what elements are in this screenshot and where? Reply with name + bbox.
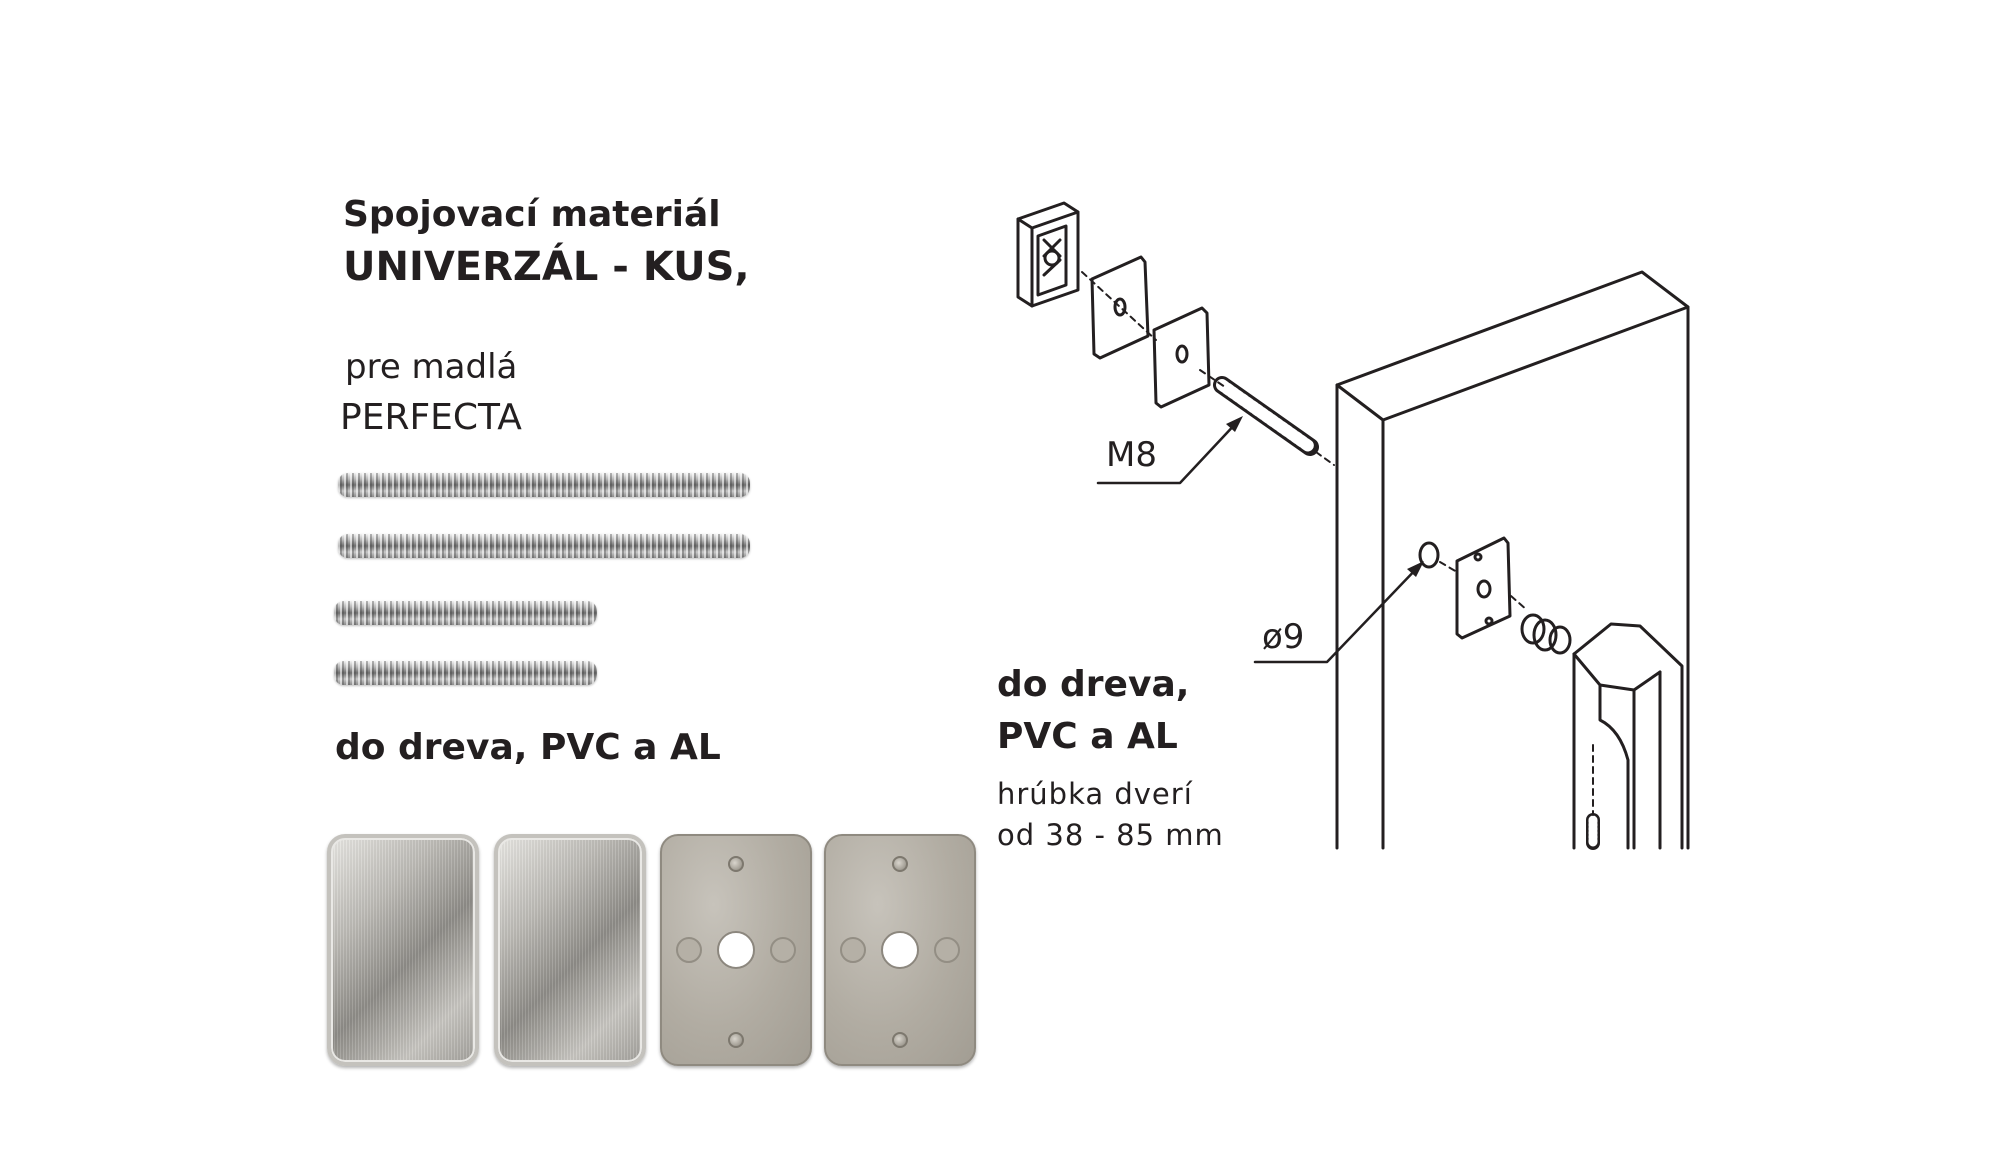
threaded-rod-long-1 (338, 473, 750, 497)
title-line-2: UNIVERZÁL - KUS, (343, 244, 750, 290)
mounting-plate-icon (1455, 536, 1512, 640)
washer-plate-icon (1090, 255, 1150, 360)
thickness-line-2: od 38 - 85 mm (997, 818, 1224, 852)
center-hole-icon (717, 931, 755, 969)
bushing-icon (1520, 613, 1572, 655)
right-caption-line-1: do dreva, (997, 664, 1190, 705)
threaded-rod-short-1 (334, 601, 597, 625)
mounting-plate-1 (660, 834, 812, 1066)
left-caption: do dreva, PVC a AL (335, 727, 721, 768)
pin-icon (892, 856, 908, 872)
drill-hole-icon (1418, 541, 1440, 569)
brushed-cover-plate-1 (327, 834, 479, 1066)
mounting-plate-2 (824, 834, 976, 1066)
leader-lines (1096, 418, 1422, 664)
subtitle-line-2: PERFECTA (340, 397, 522, 438)
door-panel (1335, 270, 1690, 850)
side-hole-icon (676, 937, 702, 963)
threaded-rod-short-2 (334, 661, 597, 685)
arrow-icon (1407, 561, 1424, 577)
subtitle-line-1: pre madlá (345, 347, 518, 387)
brushed-cover-plate-2 (494, 834, 646, 1066)
side-hole-icon (840, 937, 866, 963)
center-hole-icon (881, 931, 919, 969)
axis-lines (1081, 271, 1594, 816)
label-thread-size: M8 (1106, 435, 1157, 475)
washer-plate-icon (1152, 306, 1211, 409)
title-line-1: Spojovací materiál (343, 194, 721, 235)
fitting-icon (1016, 201, 1080, 308)
pin-icon (728, 856, 744, 872)
thickness-line-1: hrúbka dverí (997, 777, 1193, 811)
arrow-icon (1226, 416, 1243, 432)
side-hole-icon (770, 937, 796, 963)
side-hole-icon (934, 937, 960, 963)
threaded-bolt-icon (1213, 376, 1319, 456)
threaded-rod-long-2 (338, 534, 750, 558)
pin-icon (728, 1032, 744, 1048)
label-hole-diameter: ø9 (1262, 617, 1305, 657)
pin-icon (892, 1032, 908, 1048)
handle-icon (1572, 622, 1684, 850)
right-caption-line-2: PVC a AL (997, 716, 1178, 757)
